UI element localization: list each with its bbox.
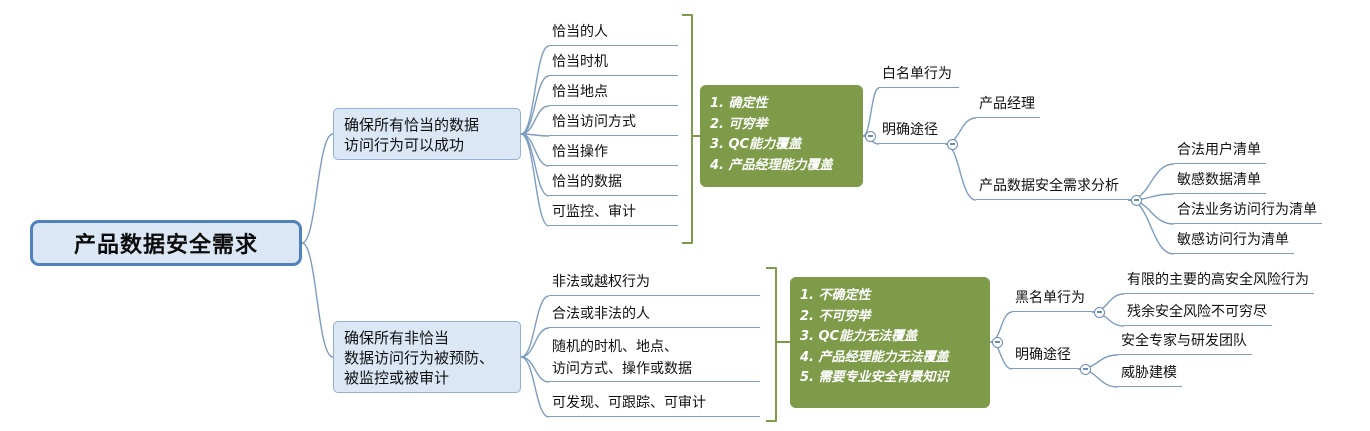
connectors <box>301 45 1175 418</box>
node-residual-risk-inexhaustible[interactable]: 残余安全风险不可穷尽 <box>1124 302 1272 326</box>
node-clear-path-inappropriate[interactable]: 明确途径 <box>1012 345 1078 369</box>
node-appropriate-data[interactable]: 恰当的数据 <box>549 172 678 196</box>
minus-icon <box>949 143 955 145</box>
node-threat-modeling[interactable]: 威胁建模 <box>1118 363 1182 387</box>
node-appropriate-access-method[interactable]: 恰当访问方式 <box>549 112 678 136</box>
root-topic-product-data-security-requirements[interactable]: 产品数据安全需求 <box>30 220 302 266</box>
summary-box-uncertainty[interactable]: 1. 不确定性 2. 不可穷举 3. QC能力无法覆盖 4. 产品经理能力无法覆… <box>790 277 990 408</box>
collapse-toggle-icon[interactable] <box>946 138 958 150</box>
node-illegal-unauthorized-behavior[interactable]: 非法或越权行为 <box>549 272 760 296</box>
node-discoverable-trackable-auditable[interactable]: 可发现、可跟踪、可审计 <box>549 393 760 417</box>
minus-icon <box>994 341 1000 343</box>
topic-ensure-inappropriate-access-prevented[interactable]: 确保所有非恰当 数据访问行为被预防、 被监控或被审计 <box>333 321 521 393</box>
node-sensitive-access-behavior-list[interactable]: 敏感访问行为清单 <box>1174 230 1294 254</box>
summary-box-certainty[interactable]: 1. 确定性 2. 可穷举 3. QC能力覆盖 4. 产品经理能力覆盖 <box>700 85 863 187</box>
node-legal-or-illegal-person[interactable]: 合法或非法的人 <box>549 304 760 328</box>
node-appropriate-timing[interactable]: 恰当时机 <box>549 52 678 76</box>
summary-line: 5. 需要专业安全背景知识 <box>800 370 949 385</box>
node-limited-high-risk-behaviors[interactable]: 有限的主要的高安全风险行为 <box>1124 270 1314 294</box>
collapse-toggle-icon[interactable] <box>1079 363 1091 375</box>
collapse-toggle-icon[interactable] <box>1093 306 1105 318</box>
node-monitorable-auditable[interactable]: 可监控、审计 <box>549 202 678 226</box>
node-product-manager[interactable]: 产品经理 <box>976 94 1040 118</box>
node-legal-user-list[interactable]: 合法用户清单 <box>1174 140 1266 164</box>
summary-line: 1. 不确定性 <box>800 288 871 303</box>
topic-ensure-appropriate-access-succeeds[interactable]: 确保所有恰当的数据 访问行为可以成功 <box>333 108 521 160</box>
summary-line: 1. 确定性 <box>710 96 768 111</box>
node-requirements-analysis[interactable]: 产品数据安全需求分析 <box>976 176 1128 200</box>
node-blacklist-behavior[interactable]: 黑名单行为 <box>1012 288 1092 312</box>
node-whitelist-behavior[interactable]: 白名单行为 <box>879 64 959 88</box>
node-appropriate-person[interactable]: 恰当的人 <box>549 22 678 46</box>
minus-icon <box>867 135 873 137</box>
summary-line: 3. QC能力无法覆盖 <box>800 329 918 344</box>
node-clear-path-appropriate[interactable]: 明确途径 <box>879 120 945 144</box>
minus-icon <box>1096 311 1102 313</box>
summary-line: 2. 不可穷举 <box>800 308 871 324</box>
summary-line: 4. 产品经理能力覆盖 <box>710 157 833 173</box>
minus-icon <box>1082 368 1088 370</box>
collapse-toggle-icon[interactable] <box>991 336 1003 348</box>
collapse-toggle-icon[interactable] <box>864 130 876 142</box>
summary-bracket-appropriate <box>682 14 700 244</box>
summary-line: 3. QC能力覆盖 <box>710 137 802 152</box>
node-sensitive-data-list[interactable]: 敏感数据清单 <box>1174 170 1266 194</box>
collapse-toggle-icon[interactable] <box>1130 194 1142 206</box>
node-appropriate-location[interactable]: 恰当地点 <box>549 82 678 106</box>
summary-line: 2. 可穷举 <box>710 116 768 132</box>
minus-icon <box>1133 199 1139 201</box>
node-security-experts-rd-team[interactable]: 安全专家与研发团队 <box>1118 331 1252 355</box>
node-legal-business-behavior-list[interactable]: 合法业务访问行为清单 <box>1174 200 1322 224</box>
node-random-conditions[interactable]: 随机的时机、地点、 访问方式、操作或数据 <box>549 336 760 382</box>
summary-bracket-inappropriate <box>766 267 790 422</box>
node-appropriate-operation[interactable]: 恰当操作 <box>549 142 678 166</box>
summary-line: 4. 产品经理能力无法覆盖 <box>800 349 949 365</box>
